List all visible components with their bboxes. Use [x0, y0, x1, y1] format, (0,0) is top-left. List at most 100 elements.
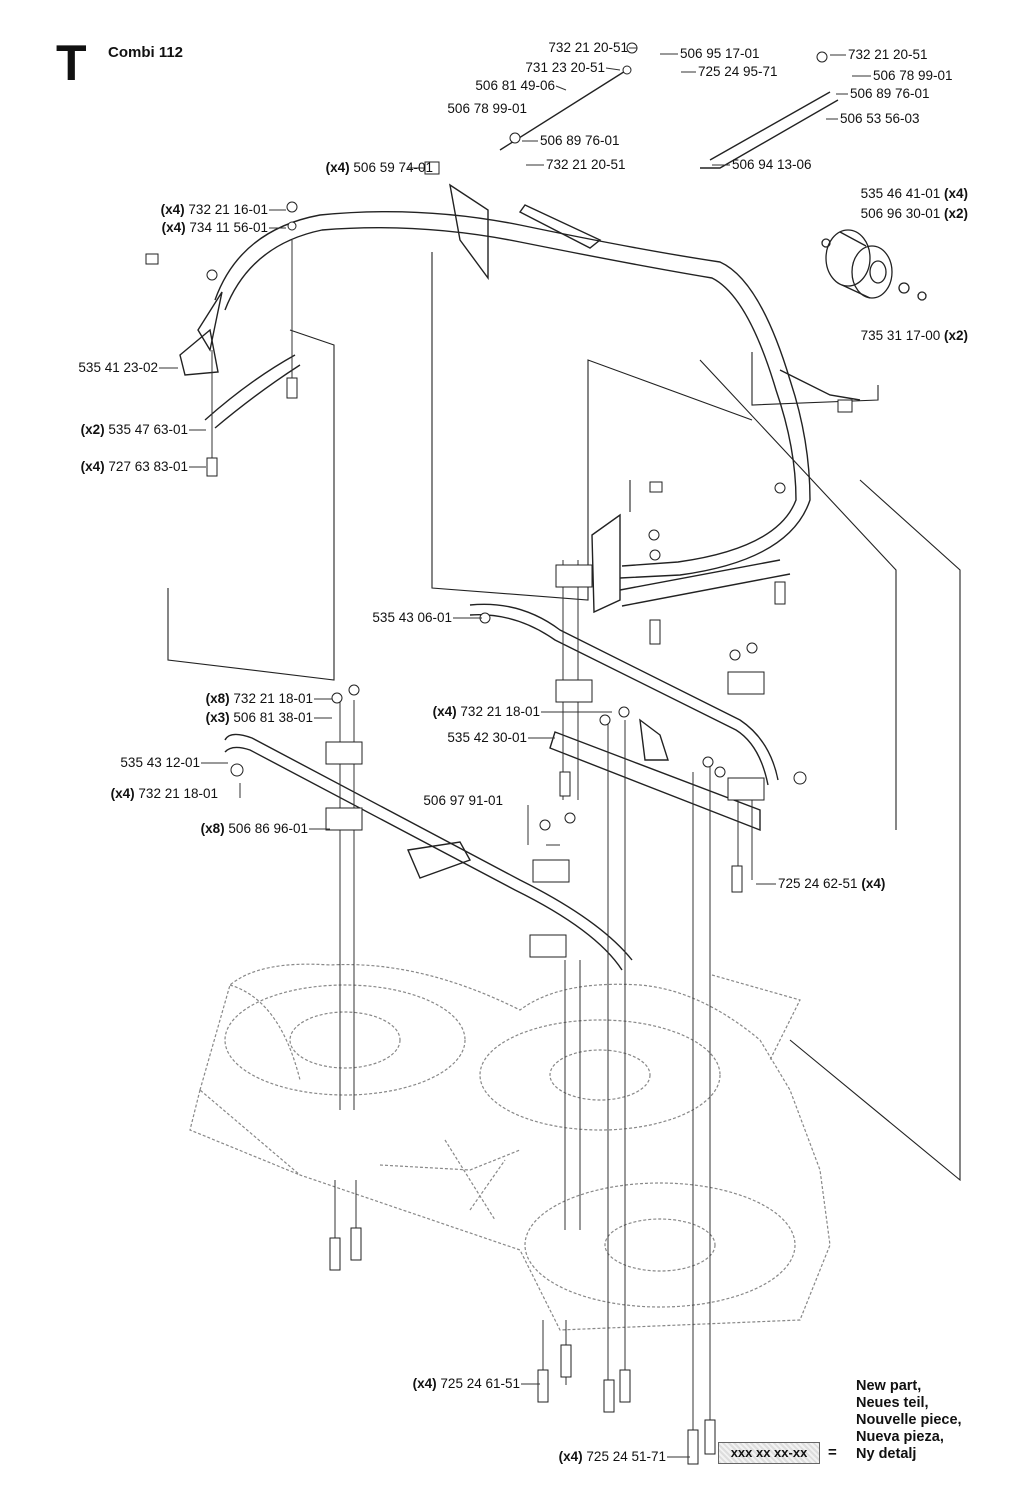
part-quantity: (x4): [326, 160, 354, 175]
part-quantity: (x2): [940, 328, 968, 343]
part-quantity: (x4): [940, 186, 968, 201]
part-number: 535 47 63-01: [108, 422, 188, 437]
part-label: 506 94 13-06: [732, 157, 812, 172]
part-label: 506 89 76-01: [540, 133, 620, 148]
part-label: 535 41 23-02: [78, 360, 158, 375]
part-labels: 732 21 20-51 506 95 17-01 731 23 20-51 725 …: [78, 40, 968, 1464]
part-number: 734 11 56-01: [189, 220, 268, 235]
part-number: 506 81 49-06: [475, 78, 555, 93]
part-label: 506 95 17-01: [680, 46, 760, 61]
part-quantity: (x3): [206, 710, 234, 725]
part-quantity: (x4): [559, 1449, 587, 1464]
part-label: 506 78 99-01: [447, 101, 527, 116]
part-quantity: (x4): [162, 220, 190, 235]
part-number: 506 95 17-01: [680, 46, 760, 61]
nut-clamp-markers: [206, 42, 828, 958]
legend-line: Ny detalj: [856, 1446, 917, 1462]
part-number: 732 21 18-01: [138, 786, 218, 801]
part-number: 735 31 17-00: [861, 328, 941, 343]
part-number: 506 94 13-06: [732, 157, 812, 172]
part-label: 535 43 12-01: [120, 755, 200, 770]
part-quantity: (x8): [206, 691, 234, 706]
part-quantity: (x2): [940, 206, 968, 221]
part-label: 535 43 06-01: [372, 610, 452, 625]
part-number: 727 63 83-01: [108, 459, 188, 474]
part-label: (x4) 732 21 18-01: [433, 704, 540, 719]
part-number: 732 21 16-01: [188, 202, 268, 217]
part-label: 506 89 76-01: [850, 86, 930, 101]
part-label: 732 21 20-51: [848, 47, 928, 62]
part-number: 732 21 20-51: [848, 47, 928, 62]
part-label: 535 42 30-01: [447, 730, 527, 745]
part-quantity: (x4): [81, 459, 109, 474]
part-label: (x4) 727 63 83-01: [81, 459, 188, 474]
leader-line: [555, 85, 567, 91]
part-number: 725 24 95-71: [698, 64, 778, 79]
legend-line: Nouvelle piece,: [856, 1412, 962, 1428]
part-label: 506 53 56-03: [840, 111, 920, 126]
part-number: 506 97 91-01: [423, 793, 503, 808]
legend-line: Nueva pieza,: [856, 1429, 944, 1445]
legend-equals: =: [828, 1444, 837, 1461]
adjustment-rods: [224, 67, 839, 971]
part-number: 535 41 23-02: [78, 360, 158, 375]
section-title: Combi 112: [108, 44, 184, 61]
part-number: 535 43 06-01: [372, 610, 452, 625]
part-label: (x2) 535 47 63-01: [81, 422, 188, 437]
part-label: 735 31 17-00 (x2): [861, 328, 968, 343]
part-number: 732 21 18-01: [233, 691, 313, 706]
part-number: 506 78 99-01: [873, 68, 953, 83]
part-label: (x4) 732 21 16-01: [161, 202, 268, 217]
part-label: (x4) 506 59 74-01: [326, 160, 433, 175]
part-label: 535 46 41-01 (x4): [861, 186, 968, 201]
part-number: 725 24 61-51: [440, 1376, 520, 1391]
part-label: (x4) 732 21 18-01: [111, 786, 218, 801]
legend-text: New part, Neues teil, Nouvelle piece, Nu…: [856, 1378, 962, 1463]
part-label: 506 97 91-01: [423, 793, 503, 808]
part-label: (x8) 732 21 18-01: [206, 691, 313, 706]
new-part-swatch: xxx xx xx-xx: [718, 1442, 820, 1464]
part-quantity: (x4): [413, 1376, 441, 1391]
part-label: (x4) 725 24 51-71: [559, 1449, 666, 1464]
assembly-panels: [167, 252, 961, 1182]
part-quantity: (x4): [161, 202, 189, 217]
part-number: 535 43 12-01: [120, 755, 200, 770]
leader-lines: [159, 47, 871, 1458]
part-number: 506 78 99-01: [447, 101, 527, 116]
part-number: 506 81 38-01: [233, 710, 313, 725]
part-number: 732 21 20-51: [546, 157, 626, 172]
part-label: 506 78 99-01: [873, 68, 953, 83]
legend-line: New part,: [856, 1378, 922, 1394]
part-number: 506 59 74-01: [353, 160, 433, 175]
gauge-wheel: [821, 229, 927, 301]
part-quantity: (x4): [433, 704, 461, 719]
bolt-markers: [145, 161, 853, 1465]
part-label: 732 21 20-51: [548, 40, 628, 55]
part-label: (x8) 506 86 96-01: [201, 821, 308, 836]
part-number: 506 53 56-03: [840, 111, 920, 126]
part-quantity: (x4): [111, 786, 139, 801]
part-label: 731 23 20-51: [525, 60, 605, 75]
part-quantity: (x2): [81, 422, 109, 437]
part-label: 506 96 30-01 (x2): [861, 206, 968, 221]
part-number: 506 86 96-01: [228, 821, 308, 836]
section-letter: T: [56, 35, 87, 91]
lift-arm-frame: [179, 183, 861, 614]
part-number: 506 96 30-01: [861, 206, 941, 221]
part-number: 535 42 30-01: [447, 730, 527, 745]
part-label: (x4) 734 11 56-01: [162, 220, 268, 235]
part-label: (x4) 725 24 61-51: [413, 1376, 520, 1391]
part-number: 506 89 76-01: [540, 133, 620, 148]
part-number: 732 21 18-01: [460, 704, 540, 719]
part-number: 725 24 62-51: [778, 876, 858, 891]
part-number: 725 24 51-71: [586, 1449, 666, 1464]
legend-line: Neues teil,: [856, 1395, 929, 1411]
part-number: 732 21 20-51: [548, 40, 628, 55]
part-number: 506 89 76-01: [850, 86, 930, 101]
mower-deck: [189, 963, 831, 1331]
part-number: 535 46 41-01: [861, 186, 941, 201]
leader-line: [605, 67, 621, 71]
part-label: (x3) 506 81 38-01: [206, 710, 313, 725]
